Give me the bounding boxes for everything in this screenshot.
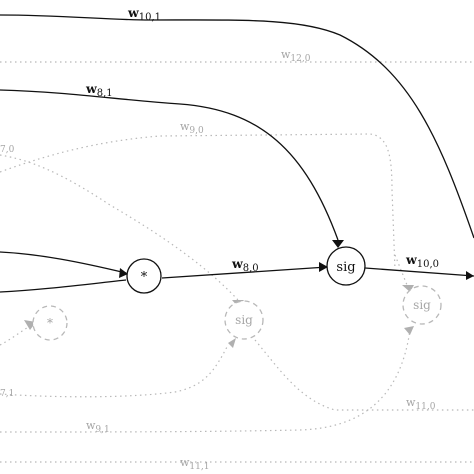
node-mul-main-label: * [141,270,148,285]
arrowhead-sig-main [332,240,344,248]
edge-w11-0 [254,339,474,411]
label-w10-0: w10,0 [405,252,439,270]
edge-into-mul-lower [0,279,127,293]
edge-w8-0 [161,266,328,279]
label-w12-0: w12,0 [281,48,311,64]
edge-ghost-in [0,325,31,346]
label-w7-1: 7,1 [0,389,14,399]
arrowhead-sig-main-left [319,262,328,272]
label-w9-1: w9,1 [86,419,110,435]
edge-w9-1 [0,329,411,433]
arrowhead-mul-ghost [24,320,36,330]
arrowhead-mul-main [119,268,128,278]
label-w11-1: w11,1 [180,456,209,472]
edge-w10-1 [0,14,474,239]
node-mul-main[interactable] [126,258,162,294]
node-mul-ghost[interactable] [32,305,68,341]
node-sig-b[interactable] [402,285,442,325]
node-sig-a[interactable] [224,300,264,340]
edge-w9-0 [0,133,396,271]
edge-w10-0 [364,267,474,277]
node-sig-a-label: sig [235,313,253,327]
arrowhead-sig-b-lower [404,326,414,335]
node-sig-b-label: sig [413,298,431,312]
label-w9-0: w9,0 [180,120,204,136]
edge-into-mul-upper [0,251,127,274]
node-sig-main-label: sig [336,260,355,275]
label-w10-1: w10,1 [127,5,161,23]
label-w8-1: w8,1 [85,81,113,99]
arrowhead-sig-a-lower [228,338,236,348]
label-w8-0: w8,0 [231,256,259,274]
arrowhead-right-edge [466,271,474,280]
label-w7-0: 7,0 [0,145,15,155]
edge-w7-0 [0,154,239,301]
edge-w8-1 [0,89,339,241]
node-mul-ghost-label: * [47,316,53,330]
label-w11-0: w11,0 [406,396,436,412]
node-sig-main[interactable] [326,246,366,286]
edge-w7-1 [0,344,229,398]
